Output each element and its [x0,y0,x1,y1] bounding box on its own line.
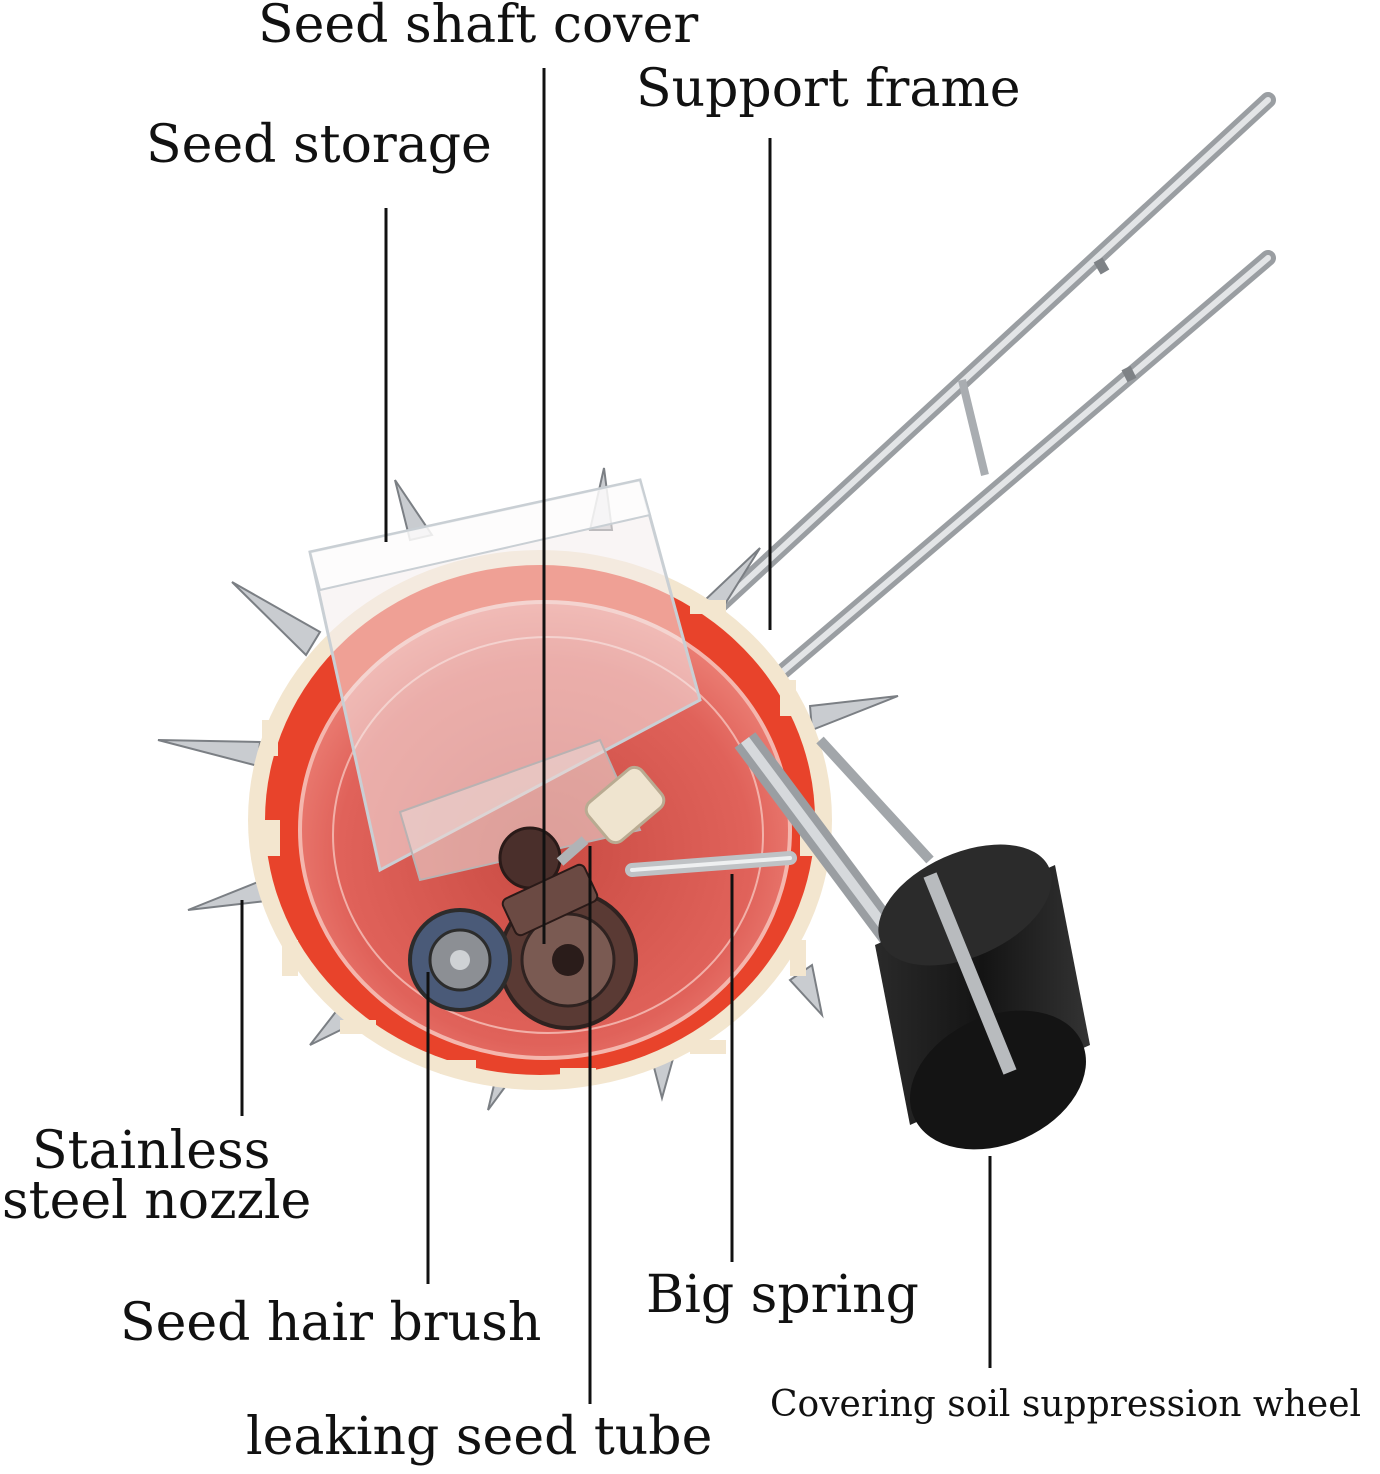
covering-soil-roller [875,844,1090,1150]
label-leaking-seed-tube: leaking seed tube [246,1407,713,1467]
stainless-steel-nozzles [157,467,899,1111]
label-support-frame: Support frame [636,59,1021,119]
label-seed-shaft-cover: Seed shaft cover [258,0,699,55]
label-big-spring: Big spring [646,1265,919,1325]
label-covering-soil-suppression-wheel: Covering soil suppression wheel [770,1384,1362,1425]
leaking-seed-tube [556,765,666,866]
label-seed-storage: Seed storage [146,115,492,175]
big-spring [625,851,797,877]
label-seed-hair-brush: Seed hair brush [120,1293,542,1353]
seed-storage-hopper [308,478,702,882]
callout-lines [240,68,992,1404]
label-stainless-line2: steel nozzle [2,1171,312,1231]
label-stainless-line1: Stainless [32,1121,271,1181]
